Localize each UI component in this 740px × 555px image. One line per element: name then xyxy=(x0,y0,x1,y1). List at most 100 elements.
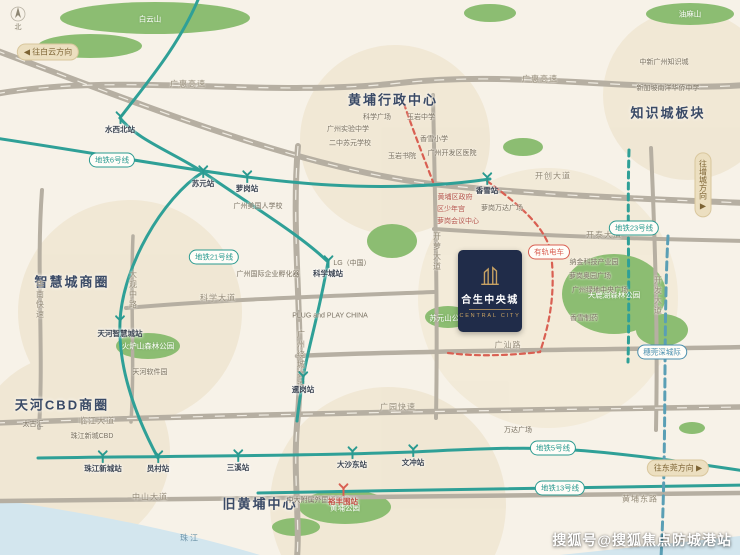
project-name-en: CENTRAL CITY xyxy=(459,312,521,319)
metro-station: 科学城站 xyxy=(313,255,343,279)
metro-station: 香雪站 xyxy=(475,172,499,196)
compass-north-label: 北 xyxy=(14,24,22,31)
poi-label: 天河软件园 xyxy=(132,369,168,376)
road-label: 广汕路 xyxy=(494,340,522,350)
road-label: 开萝大道 xyxy=(432,232,442,272)
park-label: 黄埔公园 xyxy=(330,503,360,513)
metro-line-badge: 地铁21号线 xyxy=(188,249,240,265)
highway-center-dashes xyxy=(0,51,740,555)
poi-label: 广州实验中学 xyxy=(327,126,369,133)
intercity-suiwanshen xyxy=(659,234,670,555)
station-name: 天河智慧城站 xyxy=(97,329,143,338)
station-name: 员村站 xyxy=(146,464,170,473)
park-label: 天鹿湖森林公园 xyxy=(587,290,641,300)
metro-station: 天河智慧城站 xyxy=(98,315,143,339)
project-divider xyxy=(469,308,511,310)
road-label: 广惠高速 xyxy=(170,79,206,89)
metro-station-icon xyxy=(298,371,308,384)
metro-station: 员村站 xyxy=(146,450,170,474)
metro-station-icon xyxy=(323,255,333,268)
project-emblem-icon xyxy=(481,265,499,285)
poi-label: 香雪小学 xyxy=(420,136,448,143)
road-kaitai-ave xyxy=(432,227,740,243)
road-kaifa-ave xyxy=(649,146,659,432)
station-name: 裕丰围站 xyxy=(328,497,358,506)
metro-station-icon xyxy=(482,172,492,185)
poi-label: 萝岗万达广场 xyxy=(481,205,523,212)
direction-badge: 往增城方向 ▶ xyxy=(694,152,712,218)
project-logo: 合生中央城 CENTRAL CITY xyxy=(458,250,522,332)
metro-station: 大沙东站 xyxy=(337,446,367,470)
road-label: 开创大道 xyxy=(535,171,571,181)
area-title: 知识城板块 xyxy=(630,105,706,121)
station-name: 香雪站 xyxy=(475,186,499,195)
road-label: 开泰大道 xyxy=(586,230,622,240)
metro-line-21-branch xyxy=(201,170,330,423)
metro-line-badge: 地铁5号线 xyxy=(529,440,577,456)
poi-label: 玉岩书院 xyxy=(388,153,416,160)
metro-line-badge: 有轨电车 xyxy=(528,244,570,260)
poi-label: 科学广场 xyxy=(363,114,391,121)
park-label: 油麻山 xyxy=(678,9,702,19)
direction-badge: 往东莞方向 ▶ xyxy=(646,459,710,477)
road-zhongshan-ave xyxy=(0,490,740,504)
poi-label: 新加坡南洋华侨中学 xyxy=(636,85,700,92)
metro-station-icon xyxy=(98,450,108,463)
park-label: 白云山 xyxy=(138,14,162,24)
road-label: 科学大道 xyxy=(200,293,236,303)
metro-station-icon xyxy=(347,446,357,459)
station-name: 暹岗站 xyxy=(291,385,315,394)
metro-line-badge: 地铁23号线 xyxy=(608,220,660,236)
metro-station-icon xyxy=(408,444,418,457)
metro-station-icon xyxy=(242,170,252,183)
poi-label: 太古汇 xyxy=(22,421,44,428)
metro-line-23-planned xyxy=(626,148,631,364)
poi-label: 萝岗会议中心 xyxy=(437,218,479,225)
metro-line-21 xyxy=(118,0,206,460)
metro-line-badge: 地铁13号线 xyxy=(534,480,586,496)
station-name: 苏元站 xyxy=(191,179,215,188)
poi-label: 中新广州知识城 xyxy=(639,59,689,66)
road-label: 广州绕城高速 xyxy=(296,330,306,390)
area-title: 天河CBD商圈 xyxy=(14,397,110,413)
metro-station-icon xyxy=(115,315,125,328)
road-label: 广园快速 xyxy=(380,402,416,412)
compass-icon: 北 xyxy=(10,6,26,32)
road-label: 大观中路 xyxy=(128,270,138,310)
metro-station: 水西北站 xyxy=(105,111,135,135)
poi-label: 珠江新城CBD xyxy=(70,433,114,440)
road-label: 华南快速 xyxy=(35,280,45,320)
metro-station: 暹岗站 xyxy=(291,371,315,395)
poi-label: 玉岩中学 xyxy=(407,114,435,121)
station-name: 萝岗站 xyxy=(235,184,259,193)
road-kexue-ave xyxy=(124,290,436,310)
poi-label: 万达广场 xyxy=(504,427,532,434)
metro-line-badge: 穗莞深城际 xyxy=(637,344,687,360)
river-shape xyxy=(0,500,740,555)
poi-label: 广州开发区医院 xyxy=(427,150,477,157)
metro-station-icon xyxy=(233,449,243,462)
station-name: 水西北站 xyxy=(105,125,135,134)
station-name: 大沙东站 xyxy=(337,460,367,469)
metro-station: 裕丰围站 xyxy=(328,483,358,507)
project-name: 合生中央城 xyxy=(461,294,519,306)
poi-label: 萝岗奥园广场 xyxy=(569,273,611,280)
road-label: 黄埔东路 xyxy=(622,494,658,504)
poi-label: 珠江 xyxy=(180,533,200,543)
park-label: 苏元山公园 xyxy=(429,313,467,323)
poi-label: 广州绿地中央广场 xyxy=(572,287,628,294)
metro-station: 苏元站 xyxy=(191,165,215,189)
station-name: 珠江新城站 xyxy=(84,464,122,473)
metro-line-badge: 地铁6号线 xyxy=(88,152,136,168)
metro-station-icon xyxy=(198,165,208,178)
poi-label: 黄埔区政府 xyxy=(437,194,473,201)
road-huanan-expwy xyxy=(37,188,44,430)
poi-label: PLUG and PLAY CHINA xyxy=(292,312,368,320)
area-title: 旧黄埔中心 xyxy=(222,496,298,512)
park-label: 火炉山森林公园 xyxy=(121,341,175,351)
metro-station-icon xyxy=(153,450,163,463)
metro-line-13 xyxy=(256,483,740,495)
